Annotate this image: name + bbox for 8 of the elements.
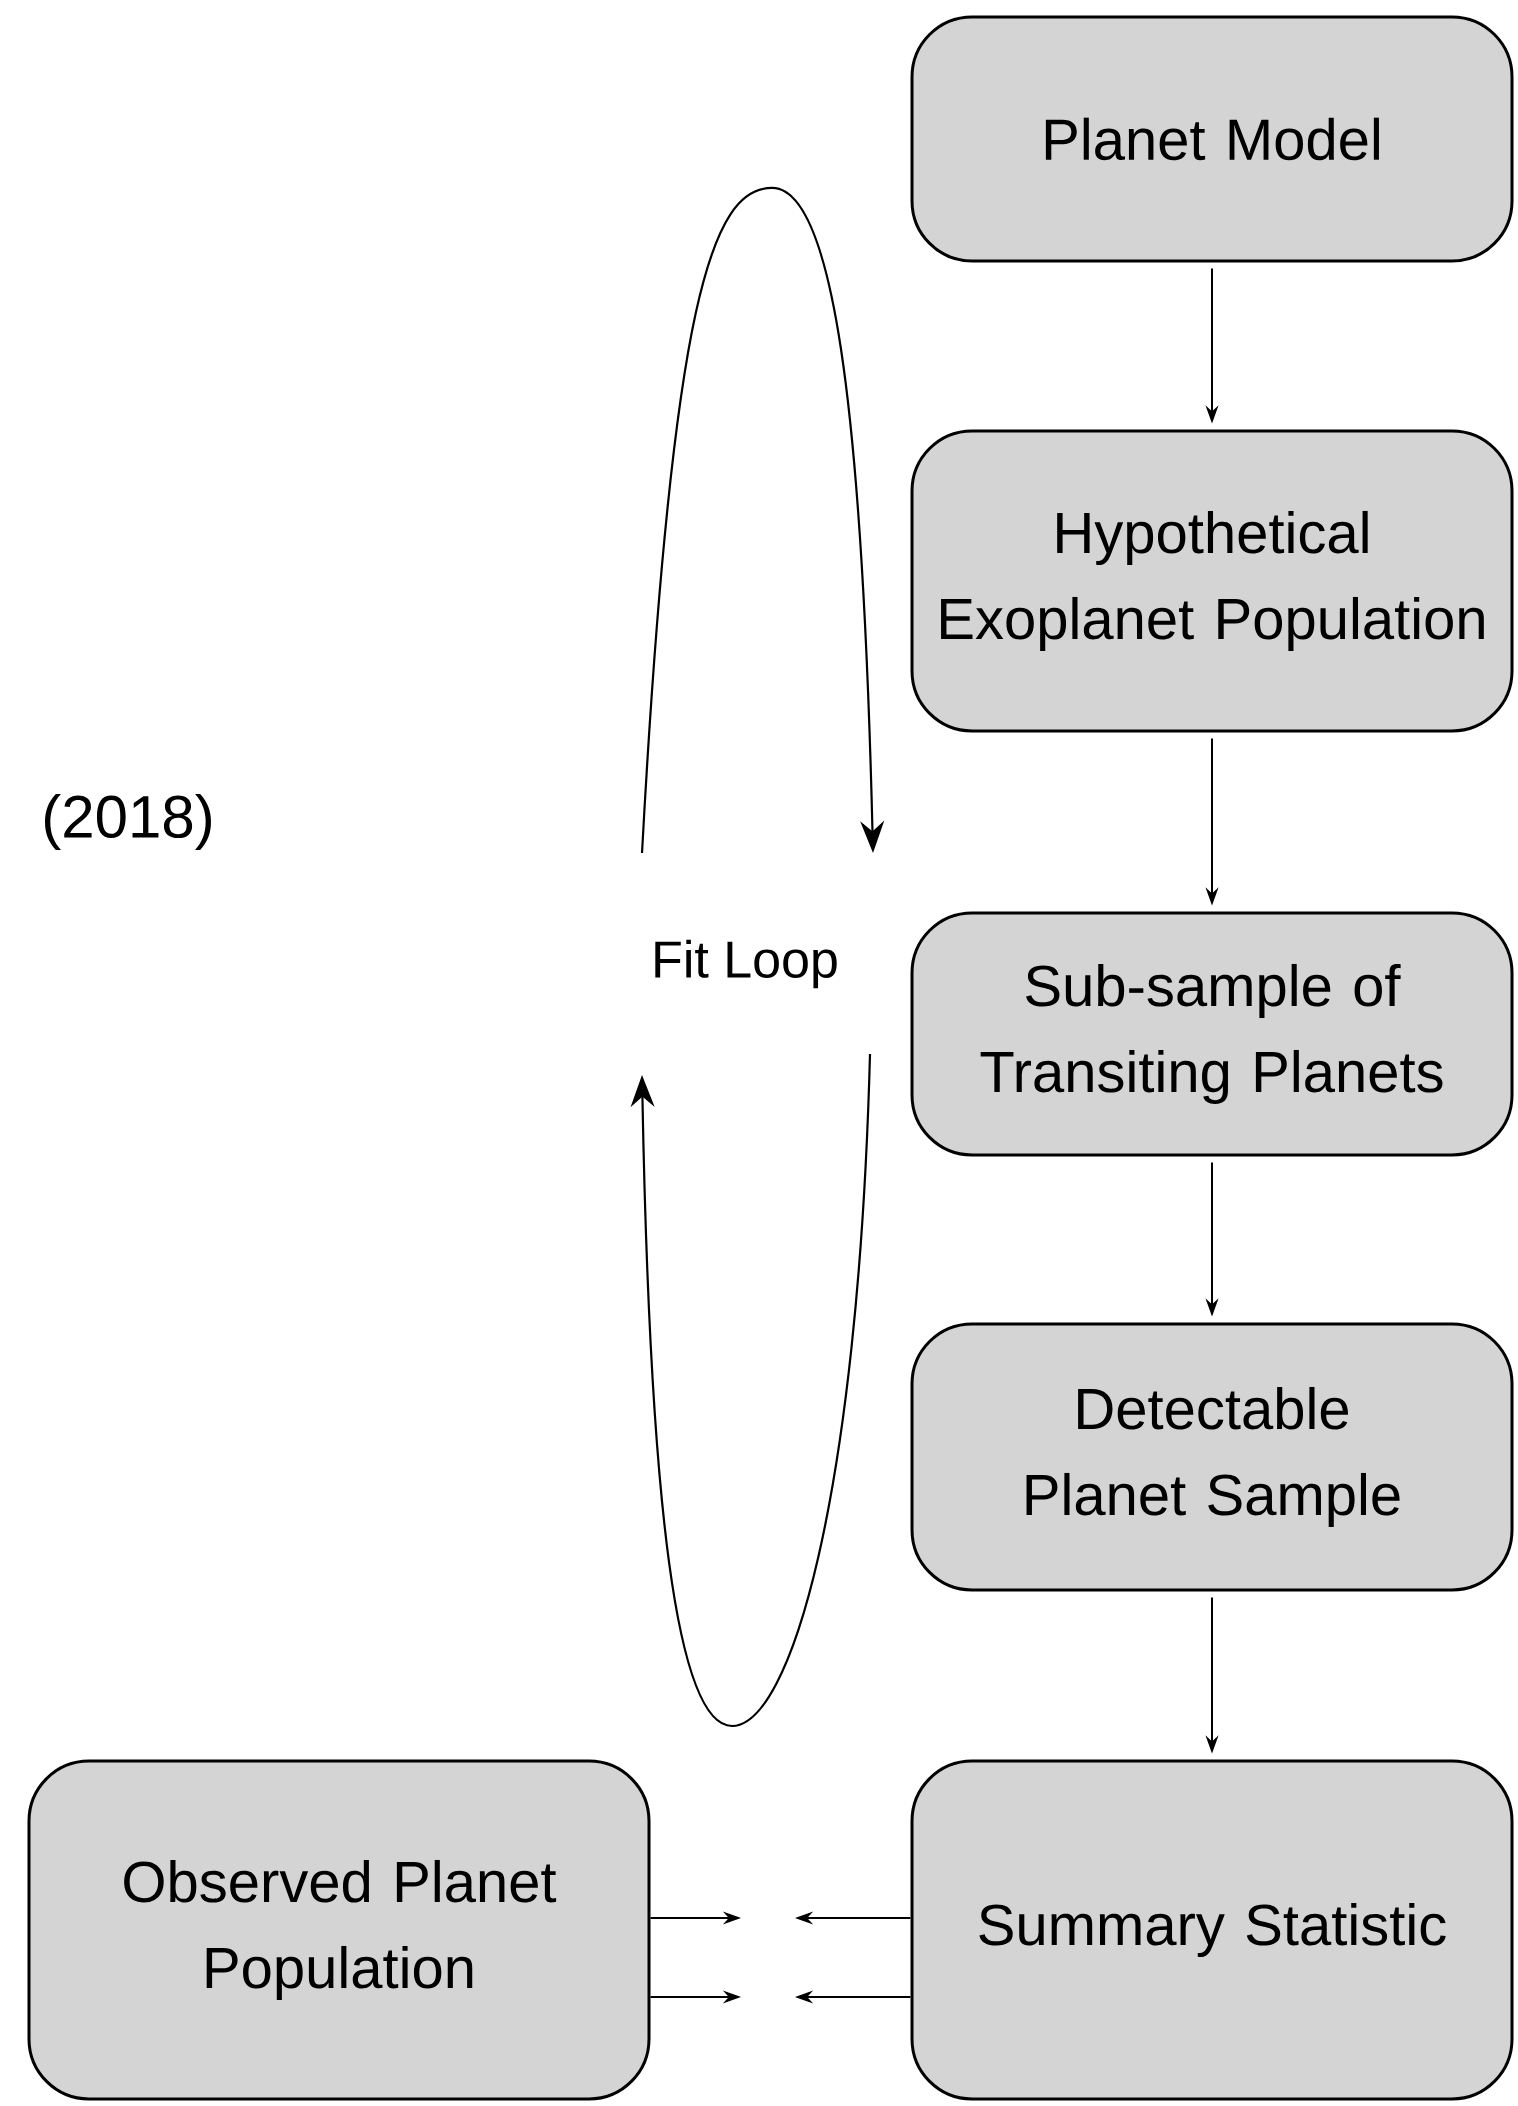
process-box: Hypothetical Exoplanet Population [910, 429, 1514, 733]
process-box: Sub-sample of Transiting Planets [910, 911, 1514, 1157]
loop-label: Fit Loop [655, 939, 837, 989]
process-box: Detectable Planet Sample [910, 1322, 1514, 1592]
process-box: Summary Statistic [910, 1759, 1514, 2101]
process-box: Planet Model [910, 15, 1514, 263]
process-box: Observed Planet Population [27, 1759, 651, 2101]
year-label: (2018) [45, 794, 211, 850]
